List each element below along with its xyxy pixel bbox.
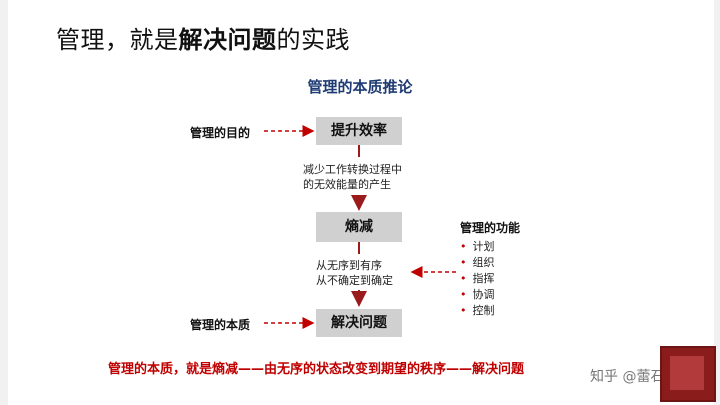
functions-item: •计划 bbox=[460, 240, 495, 253]
functions-item: •控制 bbox=[460, 304, 495, 317]
note-order-line-1: 从无序到有序 bbox=[316, 259, 382, 272]
functions-title: 管理的功能 bbox=[460, 221, 521, 235]
right-edge-bar bbox=[714, 0, 720, 405]
note-reduce-waste-line-1: 减少工作转换过程中 bbox=[303, 163, 402, 176]
title-part-2: 的实践 bbox=[276, 26, 350, 54]
functions-item: •组织 bbox=[460, 256, 495, 269]
conclusion-text: 管理的本质，就是熵减——由无序的状态改变到期望的秩序——解决问题 bbox=[108, 362, 525, 377]
functions-item: •指挥 bbox=[460, 272, 495, 285]
functions-list: •计划 •组织 •指挥 •协调 •控制 bbox=[460, 239, 495, 319]
box-improve-efficiency: 提升效率 bbox=[316, 117, 402, 145]
title-part-1: 管理，就是 bbox=[56, 26, 179, 54]
title-emphasis: 解决问题 bbox=[178, 26, 277, 54]
functions-item: •协调 bbox=[460, 288, 495, 301]
left-edge-bar bbox=[0, 0, 8, 405]
diagram-title: 管理的本质推论 bbox=[307, 78, 413, 96]
watermark: 知乎 @蕾石 bbox=[590, 369, 665, 385]
note-order: 从无序到有序 从不确定到确定 bbox=[316, 258, 393, 288]
note-reduce-waste: 减少工作转换过程中 的无效能量的产生 bbox=[303, 162, 402, 192]
logo-icon bbox=[660, 346, 716, 402]
note-reduce-waste-line-2: 的无效能量的产生 bbox=[303, 178, 391, 191]
label-management-essence: 管理的本质 bbox=[190, 318, 251, 332]
label-management-purpose: 管理的目的 bbox=[190, 126, 251, 140]
box-solve-problem: 解决问题 bbox=[316, 309, 402, 337]
box-entropy-reduction: 熵减 bbox=[316, 212, 402, 242]
slide-title: 管理，就是解决问题的实践 bbox=[56, 20, 350, 55]
note-order-line-2: 从不确定到确定 bbox=[316, 274, 393, 287]
